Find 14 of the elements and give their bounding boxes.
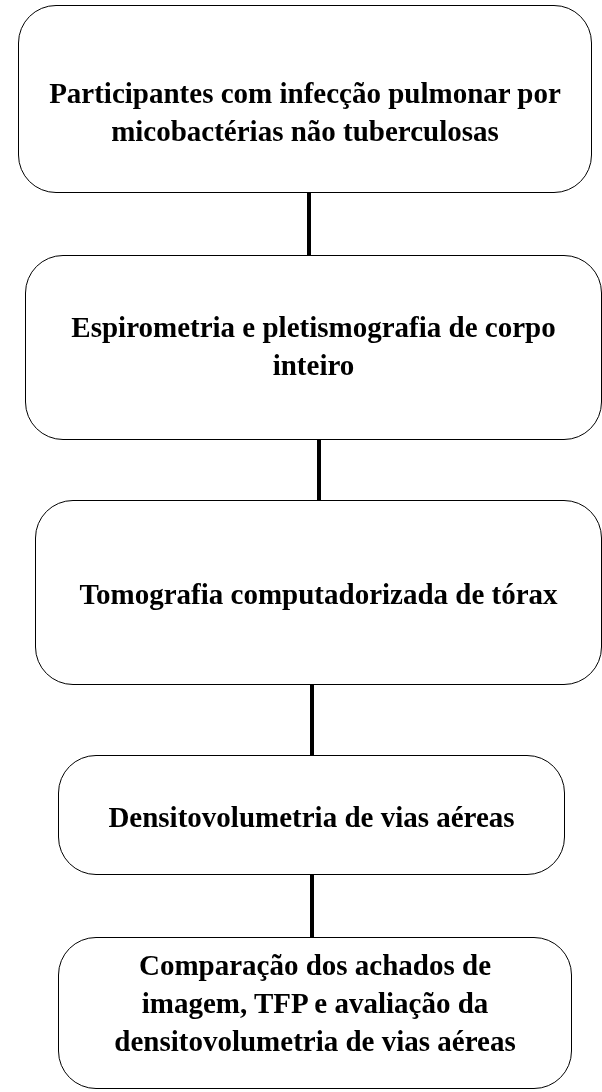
connector-line: [310, 875, 314, 937]
process-box: [25, 255, 602, 440]
process-box: [58, 755, 565, 875]
box-text: Comparação dos achados de imagem, TFP e avaliação da densitovolumetria de vias aéreas: [113, 948, 517, 1059]
box-text: Tomografia computadorizada de tórax: [78, 577, 559, 612]
process-box: [18, 5, 592, 193]
connector-line: [317, 440, 321, 500]
box-text: Densitovolumetria de vias aéreas: [107, 800, 516, 835]
process-box: [35, 500, 602, 685]
box-text: Participantes com infecção pulmonar por micobactérias não tuberculosas: [48, 76, 562, 149]
box-text: Espirometria e pletismografia de corpo inteiro: [70, 310, 557, 383]
connector-line: [307, 193, 311, 255]
process-box: [58, 937, 572, 1089]
connector-line: [310, 685, 314, 755]
